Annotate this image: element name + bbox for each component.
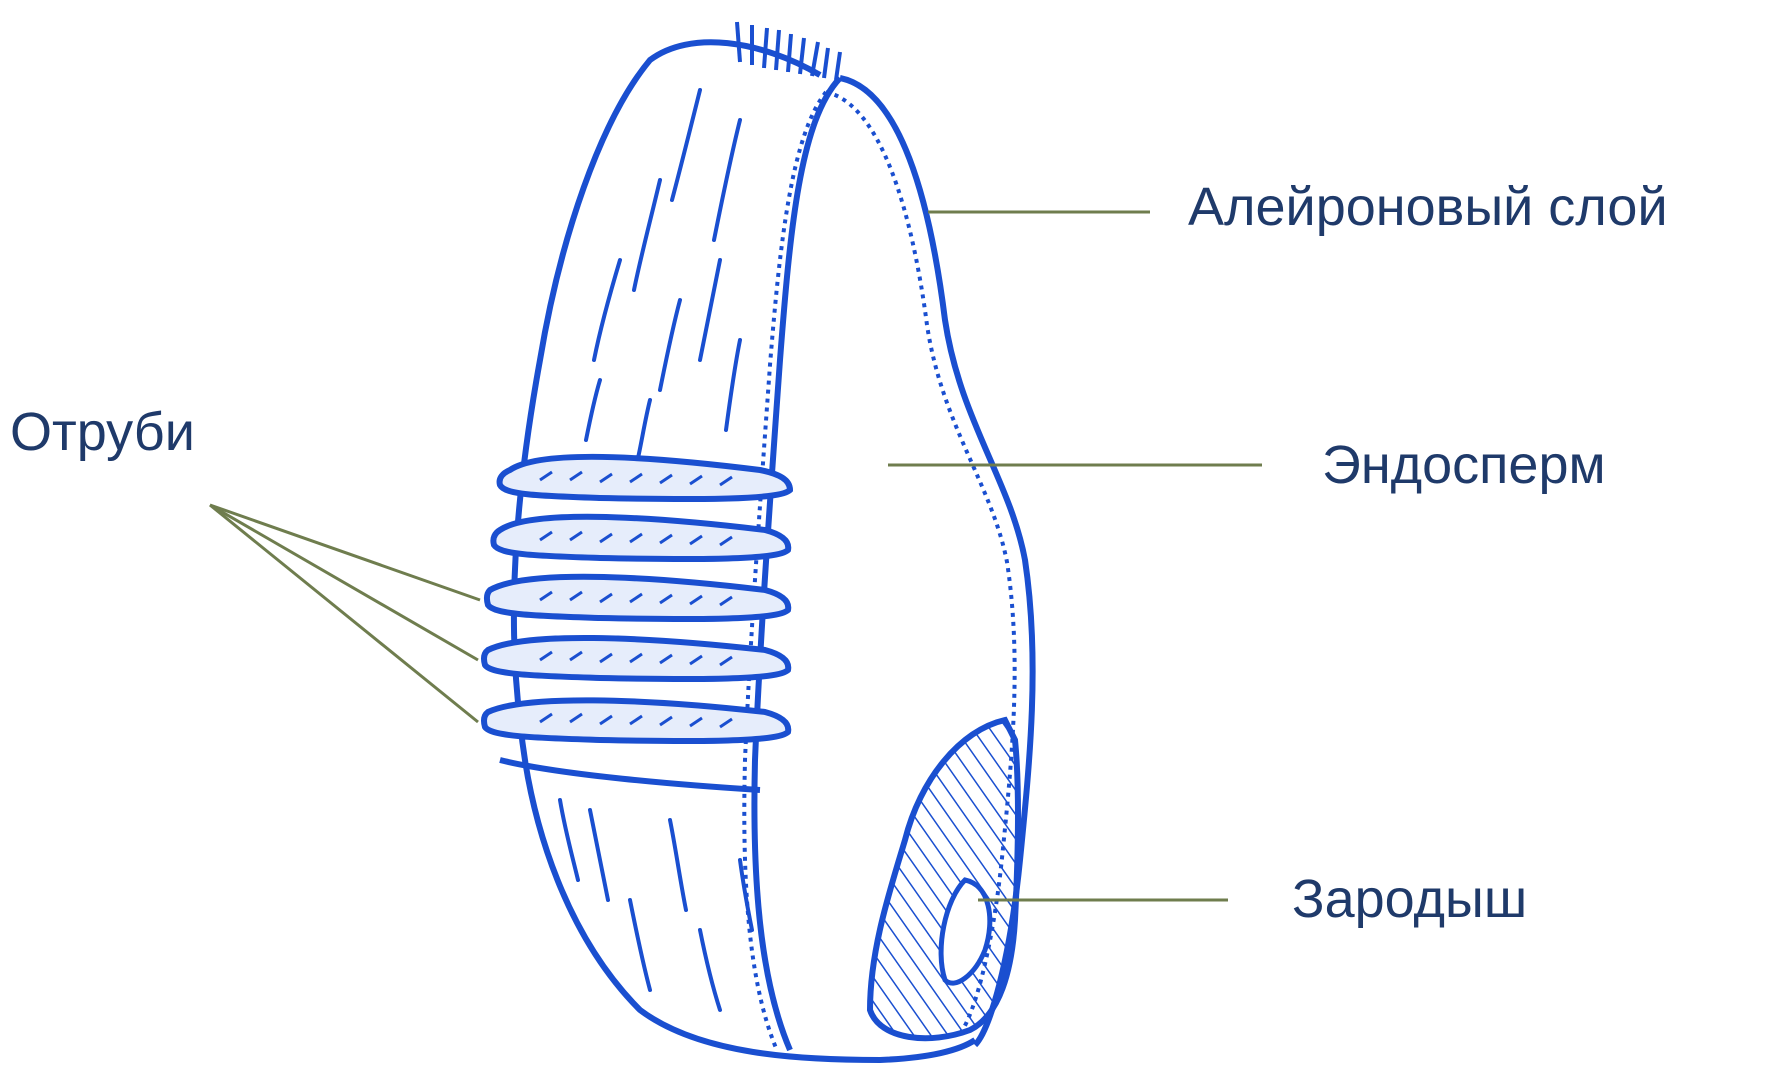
label-bran: Отруби	[10, 405, 195, 459]
embryo-shape	[870, 720, 1018, 1038]
grain-tuft	[737, 22, 840, 80]
leader-bran-3	[210, 505, 478, 722]
label-endosperm: Эндосперм	[1322, 438, 1606, 492]
label-aleurone-layer: Алейроновый слой	[1188, 180, 1668, 234]
aleurone-layer-left-outer	[754, 78, 840, 1050]
shell-texture-lower	[560, 800, 752, 1010]
label-embryo: Зародыш	[1292, 872, 1527, 926]
bran-layers	[484, 457, 790, 790]
shell-texture-upper	[586, 90, 740, 458]
leader-bran-1	[210, 505, 480, 600]
leader-bran-2	[210, 505, 478, 660]
